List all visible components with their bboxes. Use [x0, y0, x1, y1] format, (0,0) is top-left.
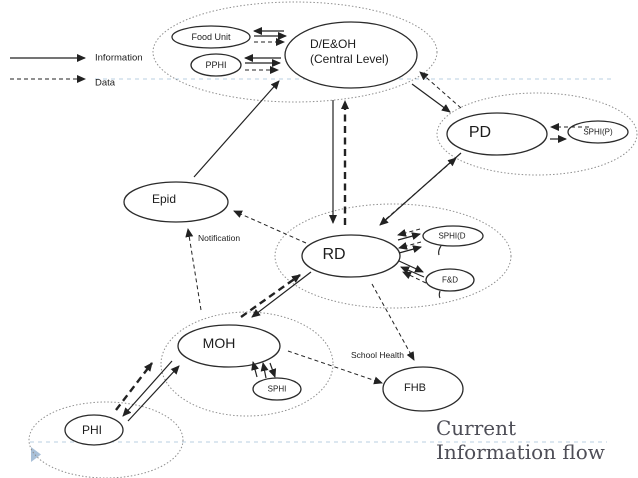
arrow-fd-to-rd: [400, 266, 425, 278]
node-deoh-label: D/E&OH (Central Level): [310, 37, 389, 67]
group-pd: [436, 92, 638, 176]
arrow-epid-to-central: [193, 80, 280, 178]
slide-caption: Current Information flow: [436, 416, 605, 464]
node-phi: [64, 414, 124, 446]
legend-information-label: Information: [95, 52, 143, 64]
legend-data-label: Data: [95, 77, 116, 89]
node-food-unit: [171, 25, 251, 49]
node-fd: [425, 268, 475, 292]
node-pd: [446, 112, 548, 156]
node-epid: [123, 181, 229, 223]
node-deoh-label-line1: D/E&OH: [310, 37, 357, 51]
arrow-rd-data-to-epid: [233, 210, 307, 244]
decor-triangle-icon: [31, 447, 41, 462]
node-deoh-label-line2: (Central Level): [310, 52, 389, 66]
arrow-rd-to-moh: [251, 271, 312, 318]
annotation-notification: Notification: [198, 233, 241, 243]
arrow-phi-to-moh: [127, 365, 180, 422]
arrow-sphid-data-to-rd-1: [397, 228, 421, 237]
callout-tail-fd: [438, 290, 441, 299]
arrow-rd-to-sphid-2: [398, 245, 422, 254]
node-sphi-label: SPHI: [267, 384, 287, 394]
arrow-rd-data-to-fhb: [371, 283, 415, 361]
node-fhb: [382, 366, 464, 412]
arrow-moh-data-to-rd: [240, 274, 301, 318]
arrow-rd-to-fd: [398, 260, 424, 273]
node-food-unit-label: Food Unit: [191, 32, 231, 42]
node-moh-label: MOH: [202, 335, 236, 351]
node-sphi-d-label: SPHI(D: [438, 231, 466, 241]
arrow-moh-schoolhealth-to-fhb: [287, 350, 383, 385]
node-fd-label: F&D: [442, 275, 458, 285]
node-fhb-label: FHB: [404, 382, 426, 394]
node-rd: [301, 234, 401, 278]
node-rd-label: RD: [322, 246, 346, 263]
callout-tail-sphi-d: [438, 245, 442, 256]
arrow-moh-to-phi: [122, 360, 173, 417]
arrow-central-to-pd: [411, 83, 451, 113]
group-rd: [274, 203, 512, 309]
arrow-sphi-to-moh-2: [260, 362, 269, 379]
arrows: [115, 27, 589, 422]
arrow-moh-to-sphi: [268, 362, 277, 378]
node-sphi-d: [422, 225, 484, 247]
group-central-level: [152, 1, 438, 103]
arrow-sphi-to-moh-1: [251, 361, 259, 378]
group-moh: [160, 311, 334, 417]
node-sphi: [252, 377, 302, 401]
arrow-fd-data-to-rd: [402, 271, 427, 284]
node-sphi-p: [567, 120, 629, 144]
arrow-sphid-data-to-rd-2: [398, 241, 422, 250]
arrow-phi-data-to-moh: [115, 362, 153, 411]
arrow-pd-data-to-central: [419, 71, 462, 109]
arrow-rd-data-to-pd: [385, 157, 457, 220]
group-phi: [28, 401, 184, 478]
node-moh: [177, 324, 281, 368]
annotation-school-health: School Health: [351, 350, 404, 360]
node-deoh: [284, 21, 418, 89]
node-sphi-p-label: SPHI(P): [583, 127, 613, 137]
node-pphi-label: PPHI: [205, 60, 227, 70]
node-epid-label: Epid: [151, 192, 177, 206]
node-phi-label: PHI: [81, 423, 103, 437]
node-pphi: [190, 53, 242, 77]
node-pd-label: PD: [468, 124, 492, 141]
arrow-rd-to-sphid-1: [397, 232, 421, 241]
